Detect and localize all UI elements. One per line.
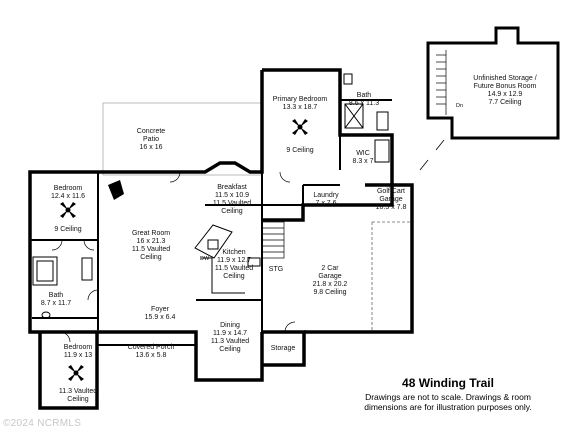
breakfast-ceiling-2: Ceiling [221,208,243,215]
storage-bonus-label: Unfinished Storage / Future Bonus Room 1… [473,75,536,107]
primary-bedroom-dims: 13.3 x 18.7 [282,104,318,111]
laundry-name: Laundry [313,192,339,199]
dining-label: Dining 11.9 x 14.7 11.3 Vaulted Ceiling [211,322,249,354]
golf-cart-garage-label: Golf Cart Garage 10.5 x 7.8 [376,188,407,212]
foyer-dims: 15.9 x 6.4 [144,314,176,321]
dishwasher-label: DW [200,256,210,262]
bedroom-2-ceiling-2: Ceiling [67,396,89,403]
primary-bath-label: Bath 8.6 x 11.3 [349,92,379,108]
stg-label: STG [268,266,284,273]
kitchen-label: Kitchen 11.9 x 12.7 11.5 Vaulted Ceiling [215,249,253,281]
dining-ceiling-1: 11.3 Vaulted [210,338,250,345]
golf-cart-name-2: Garage [379,196,403,203]
primary-bedroom-ceiling: 9 Ceiling [286,147,314,154]
bedroom-2-ceiling: 11.3 Vaulted Ceiling [59,388,97,404]
property-title: 48 Winding Trail [402,376,494,390]
storage-bonus-name-2: Future Bonus Room [473,83,537,90]
wic-name: WIC [356,150,370,157]
bedroom-2-name: Bedroom [63,344,93,351]
patio-dims: 16 x 16 [139,144,163,151]
bedroom-2-ceiling-1: 11.3 Vaulted [58,388,98,395]
bonus-room-stairs [436,50,447,115]
primary-bath-fixtures [343,73,390,163]
primary-bedroom-label: Primary Bedroom 13.3 x 18.7 [273,96,327,112]
bonus-stair-label: Dn [456,103,464,109]
breakfast-dims: 11.5 x 10.9 [214,192,250,199]
bedroom-2-dims: 11.9 x 13 [63,352,93,359]
bath-2-fixtures [32,256,93,319]
garage-label: 2 Car Garage 21.8 x 20.2 9.8 Ceiling [313,265,348,297]
kitchen-fixtures [194,224,261,294]
laundry-label: Laundry 7 x 7.6 [313,192,338,208]
garage-dims: 21.8 x 20.2 [312,281,348,288]
concrete-patio-label: Concrete Patio 16 x 16 [137,128,165,152]
golf-cart-name-1: Golf Cart [376,188,405,195]
breakfast-name: Breakfast [217,184,247,191]
primary-bedroom-name: Primary Bedroom [272,96,328,103]
storage-bonus-name-1: Unfinished Storage / [473,75,537,82]
laundry-dims: 7 x 7.6 [315,200,337,207]
kitchen-ceiling-2: Ceiling [223,273,245,280]
great-room-name: Great Room [131,230,171,237]
storage-bonus-ceiling: 7.7 Ceiling [488,99,522,106]
disclaimer-line-1: Drawings are not to scale. Drawings & ro… [365,392,531,402]
patio-name-1: Concrete [136,128,166,135]
disclaimer-line-2: dimensions are for illustration purposes… [364,402,532,412]
kitchen-dims: 11.9 x 12.7 [216,257,252,264]
kitchen-ceiling-1: 11.5 Vaulted [214,265,254,272]
main-stairs [261,221,285,259]
bedroom-1-label: Bedroom 12.4 x 11.6 [51,185,85,201]
wic-dims: 8.3 x 7 [352,158,374,165]
dining-name: Dining [220,322,240,329]
bedroom-2-label: Bedroom 11.9 x 13 [64,344,92,360]
dining-dims: 11.9 x 14.7 [212,330,248,337]
bedroom-1-dims: 12.4 x 11.6 [50,193,86,200]
golf-cart-dims: 10.5 x 7.8 [375,204,407,211]
primary-bath-dims: 8.6 x 11.3 [348,100,380,107]
great-room-label: Great Room 16 x 21.3 11.5 Vaulted Ceilin… [132,230,170,262]
great-room-dims: 16 x 21.3 [136,238,166,245]
kitchen-name: Kitchen [222,249,246,256]
covered-porch-label: Covered Porch 13.6 x 5.8 [128,344,175,360]
storage-label: Storage [270,345,296,352]
bedroom-1-name: Bedroom [53,185,83,192]
covered-porch-name: Covered Porch [127,344,175,351]
garage-name-1: 2 Car [321,265,339,272]
door-swings [51,171,296,343]
garage-name-2: Garage [318,273,342,280]
dining-ceiling-2: Ceiling [219,346,241,353]
primary-bath-name: Bath [356,92,372,99]
interior-walls [30,99,392,346]
great-room-ceiling-2: Ceiling [140,254,162,261]
storage-bonus-dims: 14.9 x 12.9 [487,91,523,98]
fireplace [108,180,124,200]
disclaimer: Drawings are not to scale. Drawings & ro… [364,392,532,412]
garage-ceiling: 9.8 Ceiling [313,289,347,296]
great-room-ceiling-1: 11.5 Vaulted [131,246,171,253]
bath-2-label: Bath 8.7 x 11.7 [41,292,71,308]
copyright-watermark: ©2024 NCRMLS [3,418,82,429]
breakfast-ceiling-1: 11.5 Vaulted [212,200,252,207]
breakfast-label: Breakfast 11.5 x 10.9 11.5 Vaulted Ceili… [213,184,251,216]
bedroom-1-ceiling: 9 Ceiling [54,226,82,233]
ceiling-fans [60,119,308,381]
connection-arrows [419,139,445,171]
foyer-name: Foyer [151,306,169,313]
bath-2-name: Bath [48,292,64,299]
covered-porch-dims: 13.6 x 5.8 [135,352,167,359]
wic-label: WIC 8.3 x 7 [352,150,373,166]
bonus-room-walls [426,26,560,140]
patio-name-2: Patio [143,136,159,143]
foyer-label: Foyer 15.9 x 6.4 [145,306,176,322]
bath-2-dims: 8.7 x 11.7 [40,300,72,307]
